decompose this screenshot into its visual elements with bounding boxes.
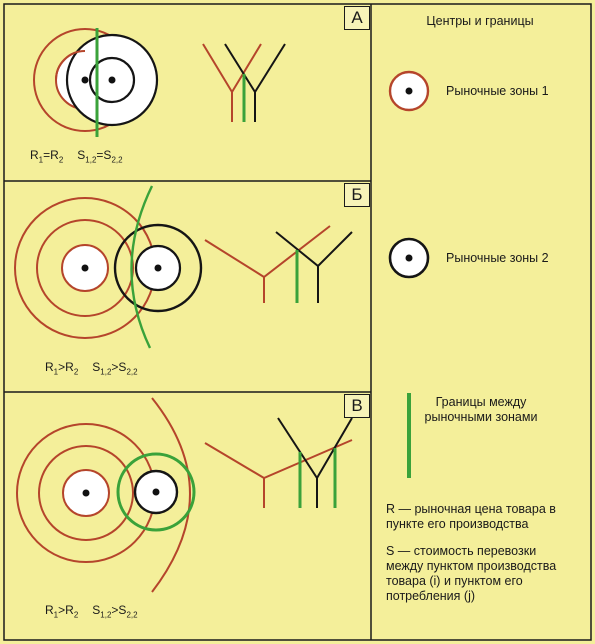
price-subscript: 1 bbox=[53, 367, 59, 377]
cost-relation: > bbox=[111, 360, 119, 374]
zone1-center-dot bbox=[82, 489, 90, 497]
legend-symbols bbox=[388, 70, 430, 478]
zone2-price-profile bbox=[277, 417, 353, 480]
zone2-center-dot bbox=[108, 76, 116, 84]
price-subscript: 1 bbox=[38, 155, 44, 165]
zone1-ring bbox=[36, 219, 134, 317]
cost-symbol: S bbox=[103, 148, 112, 162]
cost-subscript: 2,2 bbox=[126, 610, 138, 620]
panel-c-art bbox=[16, 397, 353, 593]
market-border-curve bbox=[130, 185, 154, 349]
panel-a-art bbox=[33, 28, 286, 137]
price-symbol: R bbox=[65, 360, 74, 374]
legend-border-label: Границы между рыночными зонами bbox=[424, 395, 538, 424]
zone1-center-dot bbox=[81, 264, 89, 272]
price-relation: = bbox=[43, 148, 51, 162]
cost-subscript: 1,2 bbox=[100, 367, 112, 377]
price-subscript: 2 bbox=[73, 610, 79, 620]
panel-b-letter: Б bbox=[344, 183, 370, 207]
price-symbol: R bbox=[30, 148, 39, 162]
zone1-inner-arc bbox=[55, 50, 86, 81]
zone2-price-profile bbox=[224, 43, 286, 94]
price-subscript: 1 bbox=[53, 610, 59, 620]
legend-s-definition: S — стоимость перевозки между пунктом пр… bbox=[386, 544, 557, 603]
zone1-price-profile bbox=[204, 439, 353, 480]
price-relation: > bbox=[58, 360, 66, 374]
market-border-ring bbox=[116, 452, 196, 532]
legend-zone2-label: Рыночные зоны 2 bbox=[446, 251, 549, 265]
zone1-outer-arc bbox=[151, 397, 191, 593]
panel-b-art bbox=[14, 185, 353, 349]
cost-subscript: 2,2 bbox=[111, 155, 123, 165]
cost-relation: > bbox=[111, 603, 119, 617]
zone2-center-dot bbox=[154, 264, 162, 272]
legend-zone1-label: Рыночные зоны 1 bbox=[446, 84, 549, 98]
cost-symbol: S bbox=[92, 603, 101, 617]
zone1-price-profile bbox=[202, 43, 262, 94]
cost-symbol: S bbox=[118, 360, 127, 374]
cost-subscript: 1,2 bbox=[100, 610, 112, 620]
legend-zone1-dot bbox=[405, 87, 413, 95]
price-symbol: R bbox=[45, 603, 54, 617]
panel-c-letter: В bbox=[344, 394, 370, 418]
price-subscript: 2 bbox=[73, 367, 79, 377]
zone1-price-profile bbox=[204, 225, 331, 279]
panel-frames bbox=[3, 3, 592, 641]
cost-symbol: S bbox=[77, 148, 86, 162]
cost-symbol: S bbox=[118, 603, 127, 617]
price-symbol: R bbox=[45, 360, 54, 374]
cost-symbol: S bbox=[92, 360, 101, 374]
price-relation: > bbox=[58, 603, 66, 617]
zone2-ring bbox=[113, 223, 203, 313]
price-subscript: 2 bbox=[58, 155, 64, 165]
price-symbol: R bbox=[65, 603, 74, 617]
price-symbol: R bbox=[50, 148, 59, 162]
zone1-ring bbox=[38, 445, 134, 541]
legend-r-definition: R — рыночная цена товара в пункте его пр… bbox=[386, 502, 556, 531]
legend-title: Центры и границы bbox=[426, 14, 534, 28]
zone2-center-dot bbox=[152, 488, 160, 496]
cost-subscript: 1,2 bbox=[85, 155, 97, 165]
cost-subscript: 2,2 bbox=[126, 367, 138, 377]
zone1-center-dot bbox=[81, 76, 89, 84]
cost-relation: = bbox=[96, 148, 104, 162]
outer-frame bbox=[3, 3, 592, 641]
legend-zone2-dot bbox=[405, 254, 413, 262]
panel-a-letter: А bbox=[344, 6, 370, 30]
